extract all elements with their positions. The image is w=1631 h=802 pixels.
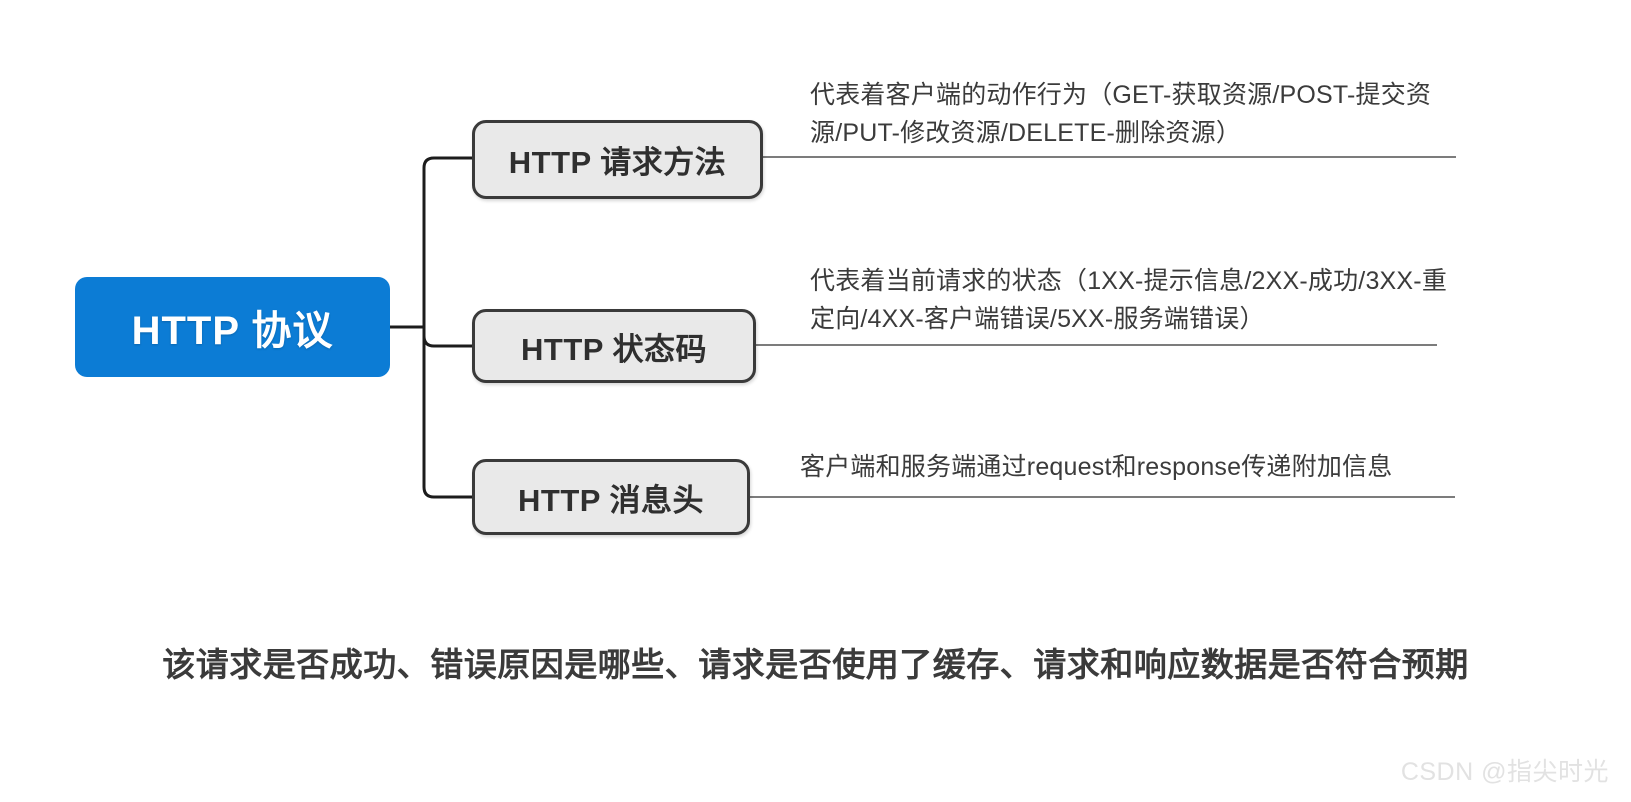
footer-summary-text: 该请求是否成功、错误原因是哪些、请求是否使用了缓存、请求和响应数据是否符合预期 xyxy=(162,646,1469,683)
branch-node-message-headers[interactable]: HTTP 消息头 xyxy=(472,459,750,535)
annotation-rule-status xyxy=(756,344,1437,346)
branch-node-label: HTTP 消息头 xyxy=(518,482,704,518)
root-node-label: HTTP 协议 xyxy=(131,309,334,353)
connector-branch-method xyxy=(422,156,474,329)
branch-node-request-method[interactable]: HTTP 请求方法 xyxy=(472,120,763,199)
root-node-http-protocol[interactable]: HTTP 协议 xyxy=(75,277,390,377)
annotation-rule-method xyxy=(763,156,1456,158)
annotation-message-headers: 客户端和服务端通过request和response传递附加信息 xyxy=(800,453,1393,481)
connector-branch-headers xyxy=(422,325,474,499)
branch-node-label: HTTP 状态码 xyxy=(521,331,707,367)
connector-branch-status xyxy=(422,334,474,348)
annotation-status-code: 代表着当前请求的状态（1XX-提示信息/2XX-成功/3XX-重定向/4XX-客… xyxy=(810,267,1448,333)
annotation-rule-headers xyxy=(750,496,1455,498)
annotation-request-method: 代表着客户端的动作行为（GET-获取资源/POST-提交资源/PUT-修改资源/… xyxy=(810,81,1432,147)
watermark-text: CSDN @指尖时光 xyxy=(1400,758,1609,786)
branch-node-status-code[interactable]: HTTP 状态码 xyxy=(472,309,756,383)
branch-node-label: HTTP 请求方法 xyxy=(508,145,727,180)
